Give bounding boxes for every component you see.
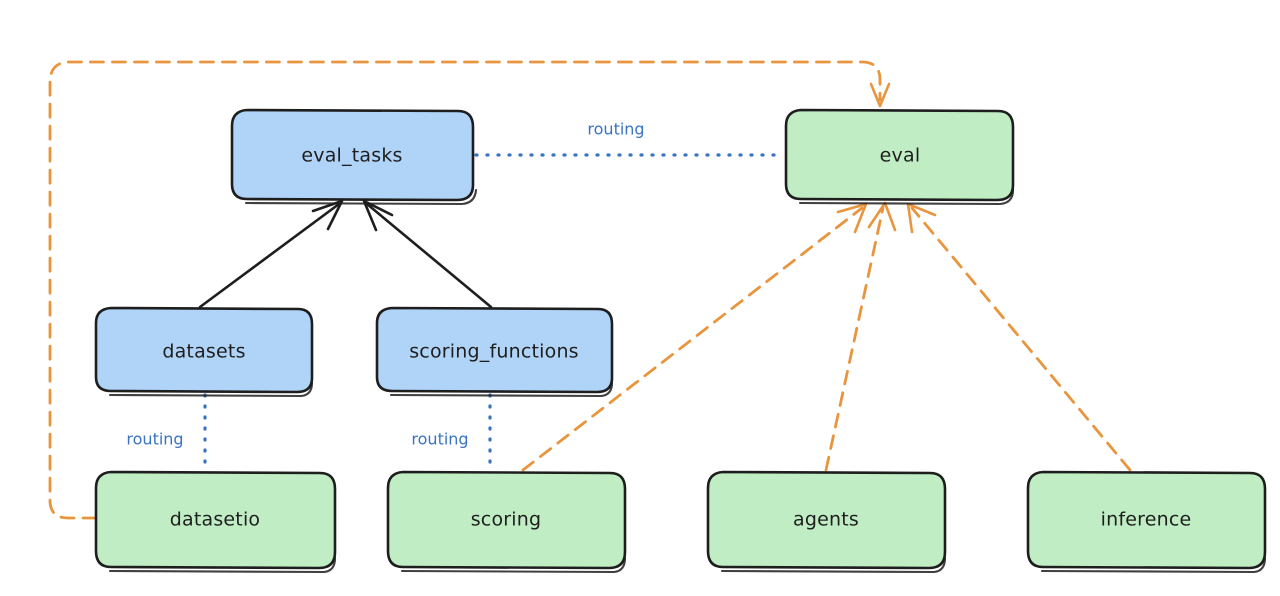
node-inference-shadow (1040, 556, 1267, 574)
edge-datasets-eval_tasks-path (198, 202, 341, 309)
node-eval_tasks-label: eval_tasks (301, 145, 402, 167)
edge-datasets-eval_tasks-arrowhead (311, 199, 344, 231)
edge-label-routing-scoring: routing (411, 430, 468, 449)
node-scoring_functions[interactable]: scoring_functions (375, 306, 614, 398)
edge-label-routing-eval: routing (587, 120, 644, 139)
node-datasets[interactable]: datasets (94, 306, 314, 398)
edge-label-routing-datasetio: routing (126, 430, 183, 449)
node-eval-box (784, 108, 1015, 202)
node-inference-label: inference (1101, 509, 1192, 531)
edge-agents-eval-path (824, 206, 885, 472)
edge-agents-eval-arrowhead (867, 201, 897, 232)
node-eval_tasks-box (230, 108, 475, 202)
node-eval[interactable]: eval (784, 108, 1015, 206)
edge-scoring-eval-path (521, 206, 864, 472)
edge-datasetio-eval-arrowhead (869, 82, 891, 108)
node-agents-label: agents (793, 509, 859, 531)
node-scoring[interactable]: scoring (386, 470, 627, 574)
node-scoring_functions-label: scoring_functions (409, 341, 579, 363)
node-scoring-shadow (400, 556, 627, 574)
edge-scoring_functions-eval_tasks-arrowhead (362, 199, 394, 232)
edge-datasets-eval_tasks (198, 199, 344, 309)
node-layer: eval_tasks eval datasets scoring_functio… (94, 108, 1267, 574)
node-inference[interactable]: inference (1026, 470, 1267, 574)
edge-scoring_functions-eval_tasks-path (365, 202, 493, 309)
edge-inference-eval-path (910, 206, 1132, 472)
node-inference-box (1026, 470, 1267, 570)
node-datasets-box (94, 306, 314, 394)
edge-datasetio-eval-path (48, 60, 882, 520)
node-scoring_functions-box (375, 306, 614, 394)
node-datasetio-box (94, 470, 337, 570)
node-agents-shadow (720, 556, 947, 574)
edge-eval_tasks-eval: routing (474, 120, 785, 157)
edge-datasetio-eval (48, 60, 891, 520)
edge-datasets-datasetio: routing (126, 393, 207, 472)
node-datasetio[interactable]: datasetio (94, 470, 337, 574)
node-datasets-label: datasets (162, 341, 245, 363)
node-eval_tasks[interactable]: eval_tasks (230, 108, 478, 206)
node-eval_tasks-shadow (244, 188, 478, 206)
node-eval-label: eval (880, 145, 921, 167)
node-datasetio-label: datasetio (170, 509, 261, 531)
edge-scoring_functions-scoring: routing (411, 393, 492, 472)
edge-scoring_functions-eval_tasks (362, 199, 493, 309)
node-scoring-box (386, 470, 627, 570)
node-agents[interactable]: agents (706, 470, 947, 574)
node-scoring-label: scoring (471, 509, 542, 531)
edge-inference-eval (906, 202, 1132, 472)
node-datasetio-shadow (108, 556, 337, 574)
edge-agents-eval (824, 201, 897, 472)
node-agents-box (706, 470, 947, 570)
